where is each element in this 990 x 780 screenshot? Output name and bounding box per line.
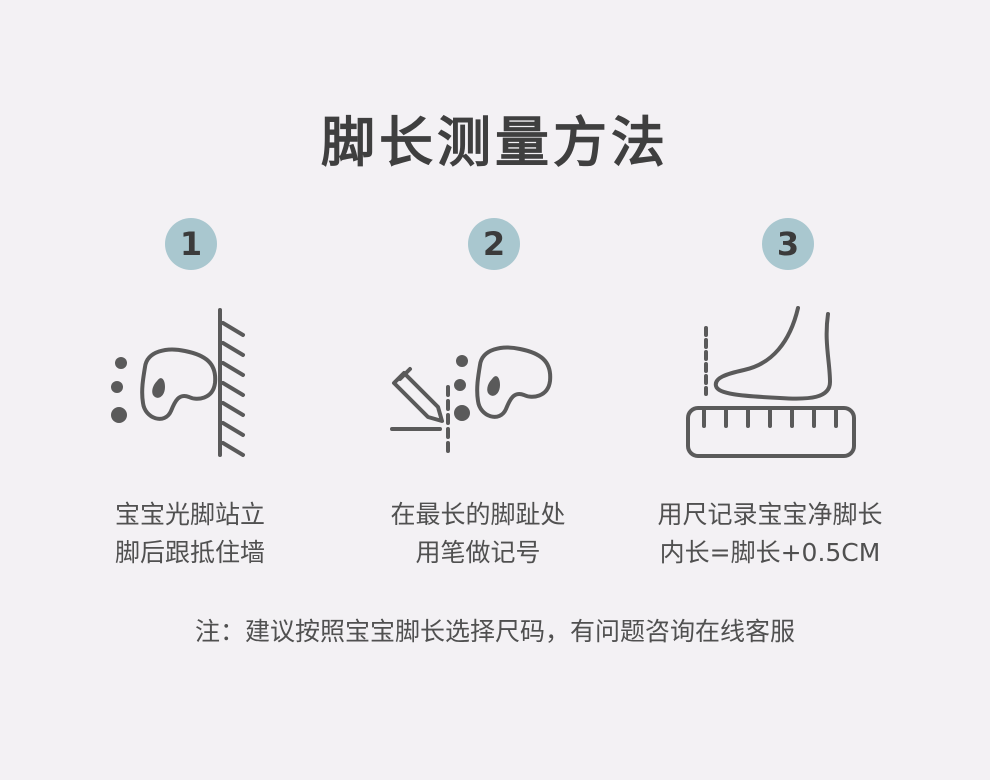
caption-line: 内长=脚长+0.5CM bbox=[659, 538, 881, 567]
footprint-wall-icon bbox=[111, 305, 285, 465]
step-caption: 宝宝光脚站立 脚后跟抵住墙 bbox=[40, 496, 340, 572]
step-1: 1 宝宝光脚站立 脚后跟抵住墙 bbox=[40, 0, 340, 600]
step-number-badge: 2 bbox=[468, 218, 520, 270]
step-caption: 用尺记录宝宝净脚长 内长=脚长+0.5CM bbox=[620, 496, 920, 572]
step-caption: 在最长的脚趾处 用笔做记号 bbox=[328, 496, 628, 572]
step-number-badge: 1 bbox=[165, 218, 217, 270]
caption-line: 在最长的脚趾处 bbox=[390, 500, 566, 529]
caption-line: 宝宝光脚站立 bbox=[114, 500, 265, 529]
step-2: 2 在最长的脚趾处 用笔做记号 bbox=[328, 0, 628, 600]
step-number-badge: 3 bbox=[762, 218, 814, 270]
foot-ruler-icon bbox=[680, 302, 870, 467]
caption-line: 用尺记录宝宝净脚长 bbox=[657, 500, 883, 529]
step-3: 3 用尺记录宝宝净脚长 内长=脚长+0.5CM bbox=[620, 0, 920, 600]
pencil-mark-icon bbox=[388, 345, 588, 465]
size-advice-note: 注：建议按照宝宝脚长选择尺码，有问题咨询在线客服 bbox=[194, 617, 795, 646]
caption-line: 脚后跟抵住墙 bbox=[114, 538, 265, 567]
page-title: 脚长测量方法 bbox=[321, 111, 669, 174]
caption-line: 用笔做记号 bbox=[415, 538, 541, 567]
